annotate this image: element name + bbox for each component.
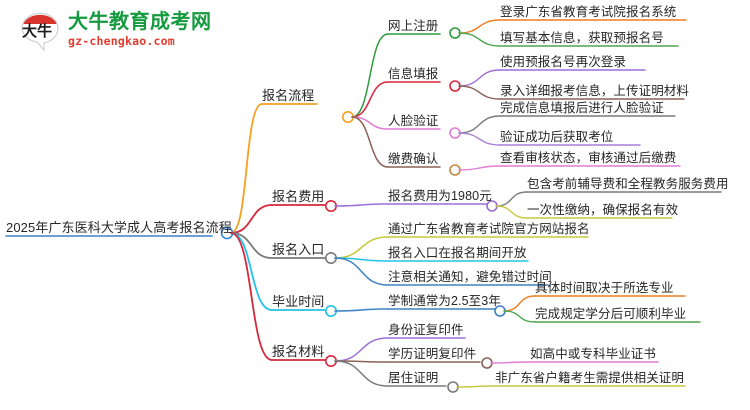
mindmap-leaf-1-3-2[interactable]: 验证成功后获取考位	[500, 130, 614, 144]
mindmap-leaf-1-1-1[interactable]: 登录广东省教育考试院报名系统	[500, 5, 677, 19]
mindmap-node-5-3[interactable]: 居住证明	[388, 371, 439, 385]
mindmap-leaf-1-4-1[interactable]: 查看审核状态，审核通过后缴费	[500, 151, 677, 165]
mindmap-node-5-2[interactable]: 学历证明复印件	[388, 347, 477, 361]
mindmap-leaf-1-2-1[interactable]: 使用预报名号再次登录	[500, 55, 627, 69]
mindmap-leaf-5-3-1[interactable]: 非广东省户籍考生需提供相关证明	[495, 371, 685, 385]
mindmap-leaf-1-3-1[interactable]: 完成信息填报后进行人脸验证	[500, 101, 664, 115]
mindmap-leaf-5-2-1[interactable]: 如高中或专科毕业证书	[530, 347, 657, 361]
mindmap-node-1-2[interactable]: 信息填报	[388, 67, 439, 81]
mindmap-node-1-3[interactable]: 人脸验证	[388, 114, 439, 128]
logo-badge-text: 大牛	[22, 22, 52, 40]
site-logo: 大牛 大牛教育成考网 gz-chengkao.com	[18, 8, 223, 56]
mindmap-branch-1[interactable]: 报名流程	[262, 88, 315, 103]
mindmap-node-3-3[interactable]: 注意相关通知，避免错过时间	[388, 270, 552, 284]
mindmap-node-3-1[interactable]: 通过广东省教育考试院官方网站报名	[388, 222, 590, 236]
logo-title: 大牛教育成考网	[68, 9, 212, 33]
mindmap-leaf-4-1-2[interactable]: 完成规定学分后可顺利毕业	[535, 307, 687, 321]
mindmap-leaf-1-2-2[interactable]: 录入详细报考信息，上传证明材料	[500, 84, 690, 98]
mindmap-branch-5[interactable]: 报名材料	[272, 344, 325, 359]
mindmap-node-4-1[interactable]: 学制通常为2.5至3年	[388, 294, 501, 308]
mindmap-node-1-1[interactable]: 网上注册	[388, 19, 439, 33]
mindmap-node-3-2[interactable]: 报名入口在报名期间开放	[388, 246, 527, 260]
logo-subtitle: gz-chengkao.com	[68, 34, 175, 48]
mindmap-node-2-1[interactable]: 报名费用为1980元	[388, 189, 492, 203]
mindmap-leaf-1-1-2[interactable]: 填写基本信息，获取预报名号	[500, 31, 664, 45]
mindmap-branch-4[interactable]: 毕业时间	[272, 294, 325, 309]
mindmap-leaf-4-1-1[interactable]: 具体时间取决于所选专业	[535, 281, 674, 295]
logo-badge-icon: 大牛	[21, 12, 59, 52]
mindmap-branch-2[interactable]: 报名费用	[272, 189, 325, 204]
mindmap-node-1-4[interactable]: 缴费确认	[388, 152, 439, 166]
mindmap-node-5-1[interactable]: 身份证复印件	[388, 323, 464, 337]
mindmap-leaf-2-1-1[interactable]: 包含考前辅导费和全程教务服务费用	[527, 177, 729, 191]
mindmap-leaf-2-1-2[interactable]: 一次性缴纳，确保报名有效	[527, 203, 679, 217]
mindmap-root-title[interactable]: 2025年广东医科大学成人高考报名流程	[6, 220, 232, 235]
mindmap-branch-3[interactable]: 报名入口	[272, 242, 325, 257]
